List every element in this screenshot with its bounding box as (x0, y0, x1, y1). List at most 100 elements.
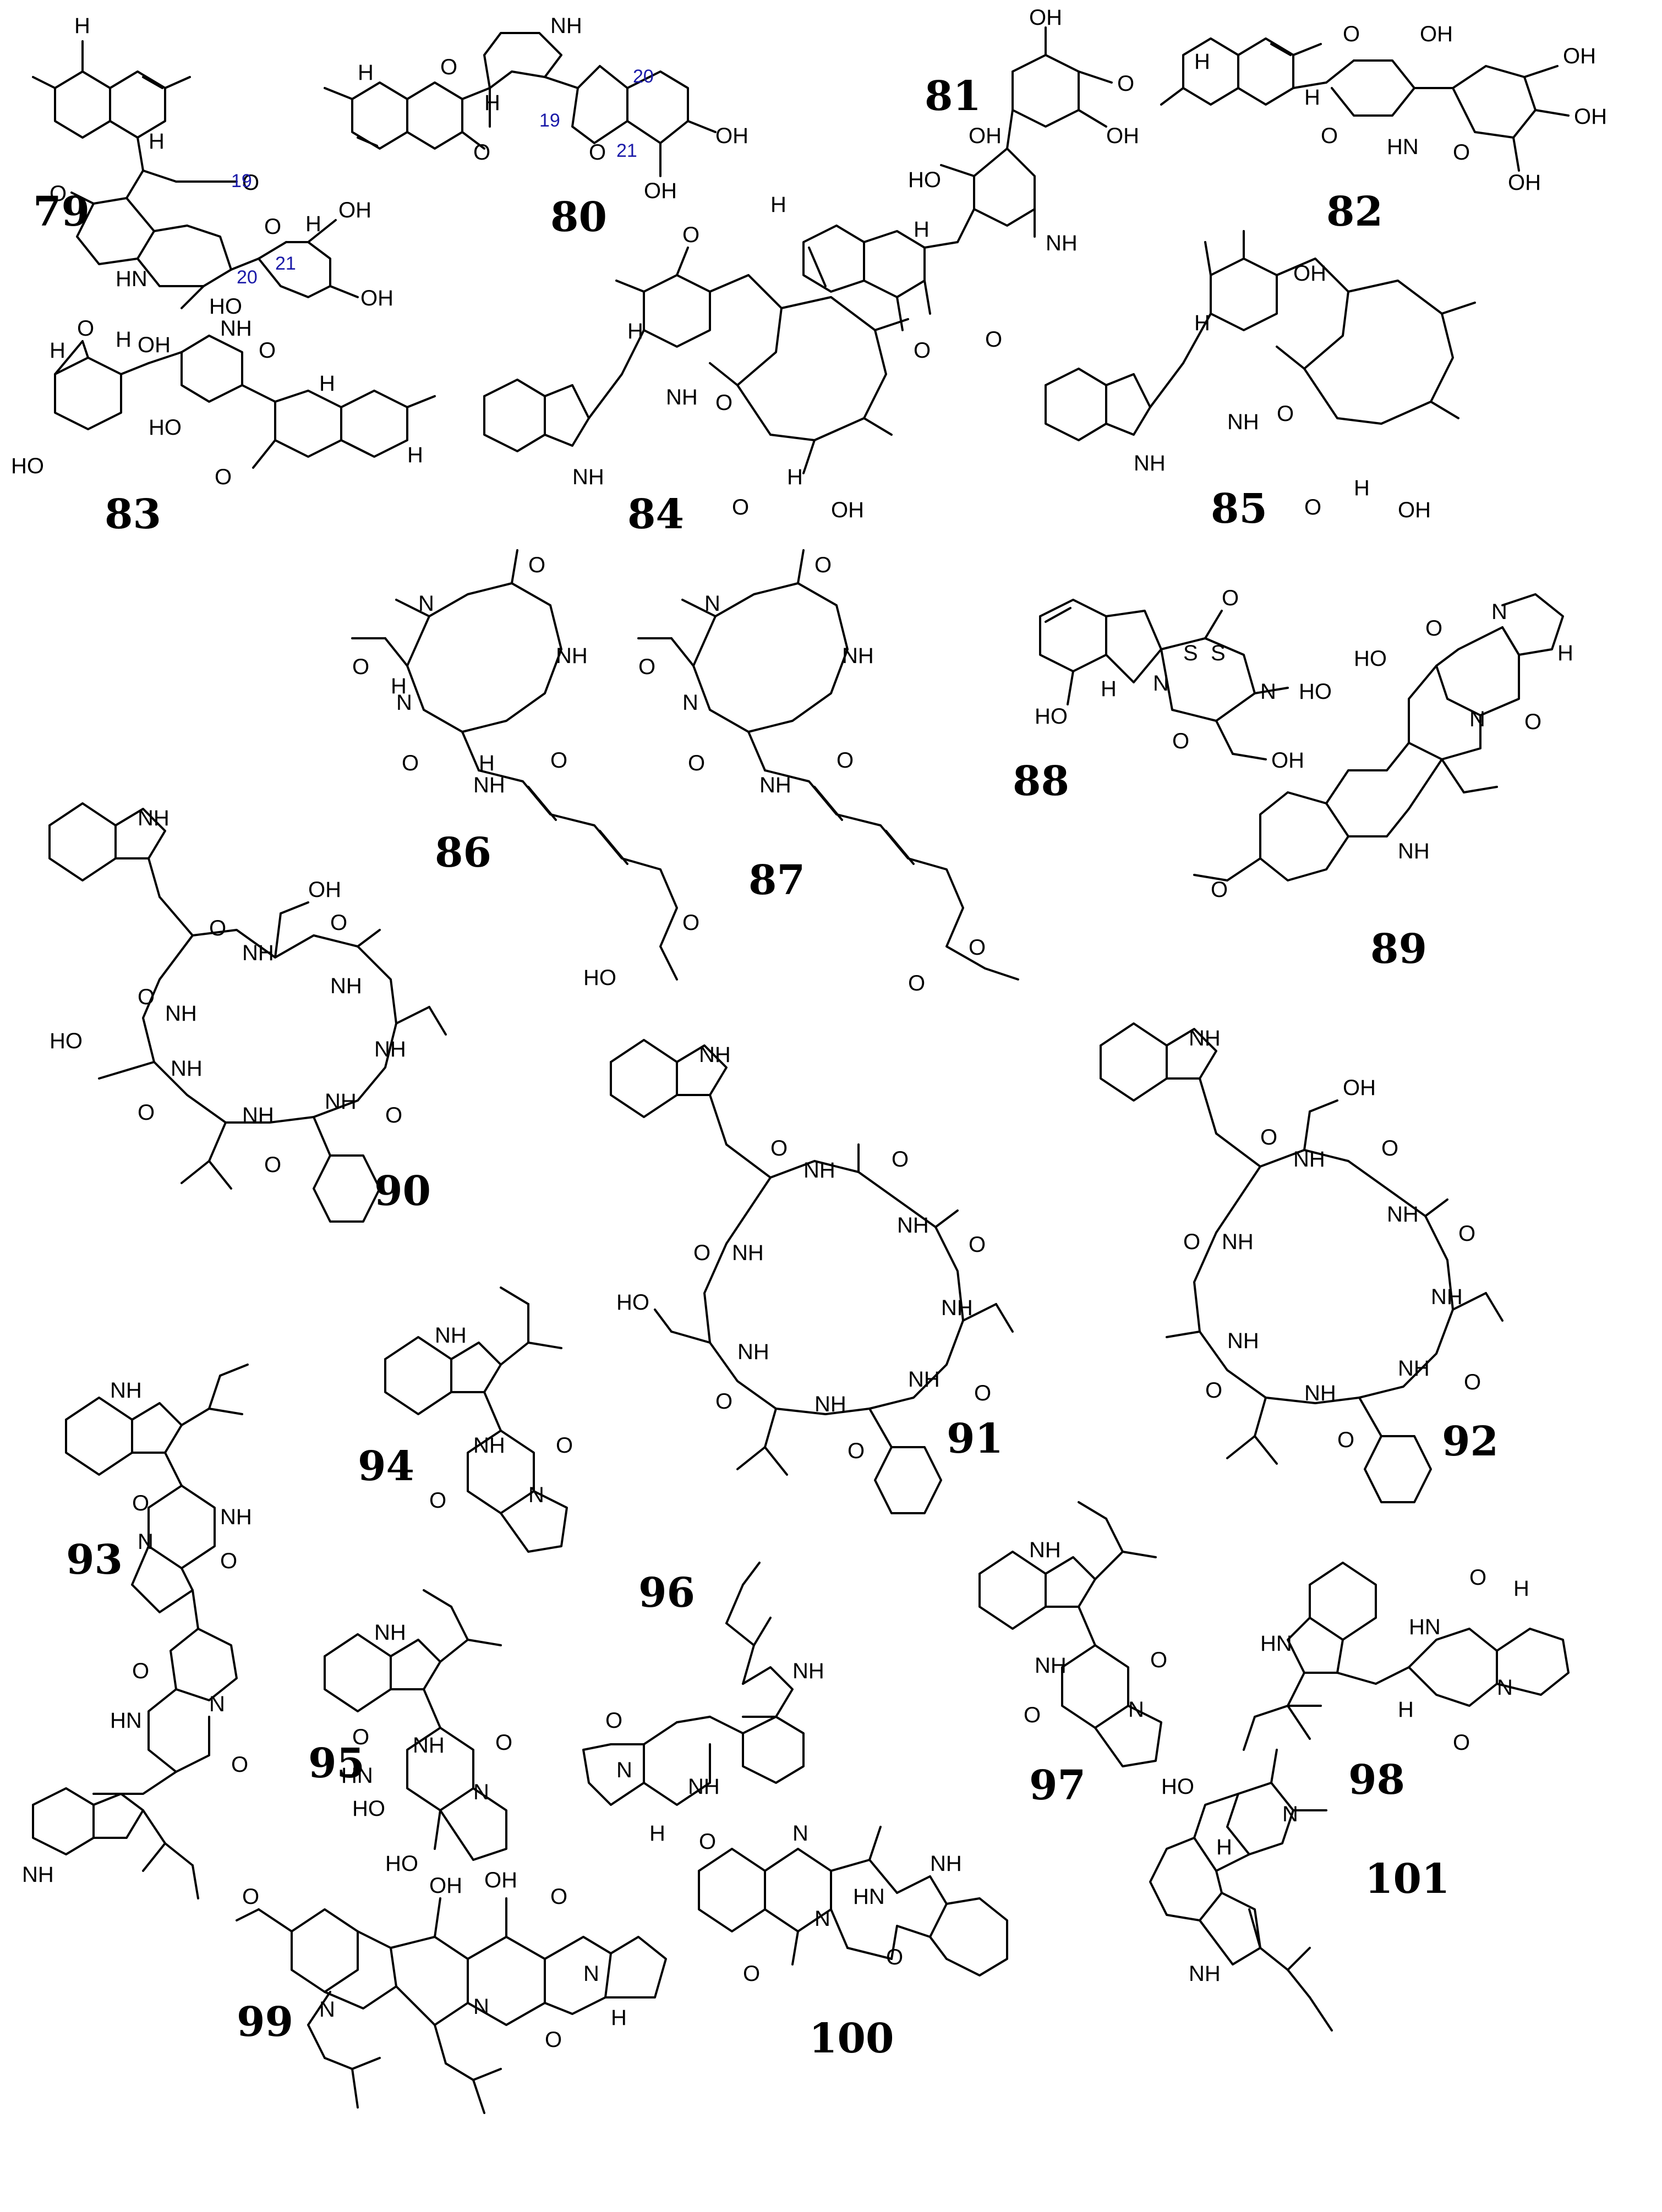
atom-O: O (132, 1659, 149, 1683)
atom-H: H (358, 61, 374, 85)
compound-label-81: 81 (925, 73, 981, 120)
atom-NH: NH (1029, 1538, 1061, 1562)
atom-O: O (556, 1433, 573, 1458)
atom-O: O (1277, 402, 1294, 426)
atom-HO: HO (1161, 1775, 1194, 1799)
atom-HO: HO (149, 415, 182, 440)
atom-OH: OH (1420, 22, 1453, 46)
atom-NH: NH (1304, 1381, 1336, 1405)
atom-NH: NH (572, 465, 604, 489)
atom-O: O (138, 985, 155, 1009)
atom-O: O (814, 553, 832, 577)
atom-NH: NH (1398, 839, 1430, 863)
atom-O: O (440, 55, 457, 79)
compound-label-79: 79 (33, 188, 90, 236)
atom-NH: NH (550, 14, 582, 38)
atom-H: H (391, 674, 407, 698)
structure-99: O OH OH O N N N O H 99 (236, 1868, 667, 2114)
atom-H: H (116, 327, 132, 352)
compound-label-95: 95 (308, 1740, 365, 1787)
atom-HO: HO (11, 454, 44, 478)
atom-NH: NH (374, 1037, 406, 1061)
numbering-20: 20 (633, 66, 654, 87)
atom-HO: HO (209, 294, 242, 319)
atom-NH: NH (220, 316, 252, 341)
atom-O: O (914, 338, 931, 363)
atom-NH: NH (413, 1733, 445, 1757)
compound-label-85: 85 (1211, 485, 1267, 533)
structure-81: OH O OH OH HO NH O O H H 81 (770, 6, 1139, 363)
atom-NH: NH (792, 1659, 824, 1683)
atom-O: O (974, 1381, 991, 1405)
atom-O: O (242, 1885, 259, 1909)
atom-OH: OH (1508, 171, 1541, 195)
atom-OH: OH (644, 179, 677, 203)
atom-O: O (1458, 1222, 1475, 1246)
atom-NH: NH (242, 1103, 274, 1127)
structure-91: NH O NH O NH O O NH NH HO NH NH O NH O O… (610, 1039, 1014, 1514)
atom-O: O (605, 1709, 622, 1733)
atom-O: O (1260, 1125, 1277, 1149)
atom-O: O (402, 751, 419, 775)
atom-NH: NH (1035, 1653, 1067, 1678)
atom-O: O (1211, 878, 1228, 902)
atom-OH: OH (831, 498, 864, 522)
atom-N: N (704, 592, 720, 616)
atom-N: N (1282, 1802, 1298, 1826)
compound-label-100: 100 (809, 2015, 894, 2062)
atom-O: O (1205, 1378, 1222, 1403)
atom-H: H (1398, 1698, 1414, 1722)
atom-O: O (50, 182, 67, 206)
atom-NH: NH (473, 1433, 505, 1458)
atom-N: N (1260, 680, 1276, 704)
atom-O: O (1381, 1136, 1398, 1160)
compound-label-83: 83 (105, 491, 161, 538)
atom-O: O (352, 655, 369, 679)
atom-OH: OH (338, 198, 371, 222)
atom-NH: NH (435, 1323, 467, 1348)
atom-O: O (495, 1731, 512, 1755)
atom-NH: NH (699, 1043, 731, 1067)
structure-87: N O NH O N O NH O O O 87 (637, 549, 1019, 995)
atom-O: O (1024, 1703, 1041, 1727)
atom-O: O (242, 171, 259, 195)
structure-95: NH NH O O HN N HO HO 95 (308, 1589, 512, 1876)
atom-O: O (1172, 729, 1189, 753)
compound-label-98: 98 (1348, 1756, 1405, 1804)
atom-O: O (699, 1830, 716, 1854)
atom-OH: OH (1398, 498, 1431, 522)
atom-O: O (473, 140, 490, 165)
atom-O: O (715, 391, 732, 415)
atom-N: N (682, 691, 698, 715)
atom-S: S (1183, 641, 1198, 665)
atom-O: O (528, 553, 545, 577)
atom-N: N (396, 691, 412, 715)
atom-NH: NH (842, 644, 874, 668)
atom-HN: HN (1409, 1615, 1441, 1639)
atom-NH: NH (908, 1367, 940, 1392)
atom-HN: HN (110, 1709, 142, 1733)
atom-O: O (429, 1488, 446, 1513)
atom-NH: NH (374, 1620, 406, 1645)
atom-N: N (1128, 1698, 1144, 1722)
structure-82: O OH O HN O OH OH OH H H 82 (1160, 22, 1607, 236)
compound-label-92: 92 (1442, 1418, 1499, 1465)
atom-N: N (583, 1962, 599, 1986)
atom-OH: OH (715, 124, 748, 148)
atom-O: O (688, 751, 705, 775)
atom-O: O (1222, 586, 1239, 610)
compound-label-88: 88 (1013, 758, 1069, 805)
atom-NH: NH (220, 1505, 252, 1529)
compound-label-91: 91 (947, 1415, 1003, 1463)
atom-OH: OH (1563, 44, 1596, 68)
structure-89: N O HO HO N O H NH O 89 (1193, 593, 1573, 973)
atom-H: H (627, 319, 643, 343)
atom-N: N (814, 1907, 830, 1931)
atom-N: N (1491, 600, 1507, 624)
atom-N: N (209, 1692, 225, 1716)
atom-O: O (385, 1103, 402, 1127)
atom-H: H (1354, 476, 1370, 500)
structure-85: OH H NH O NH O H OH 85 (1045, 230, 1476, 533)
atom-O: O (638, 655, 655, 679)
atom-NH: NH (138, 806, 170, 830)
